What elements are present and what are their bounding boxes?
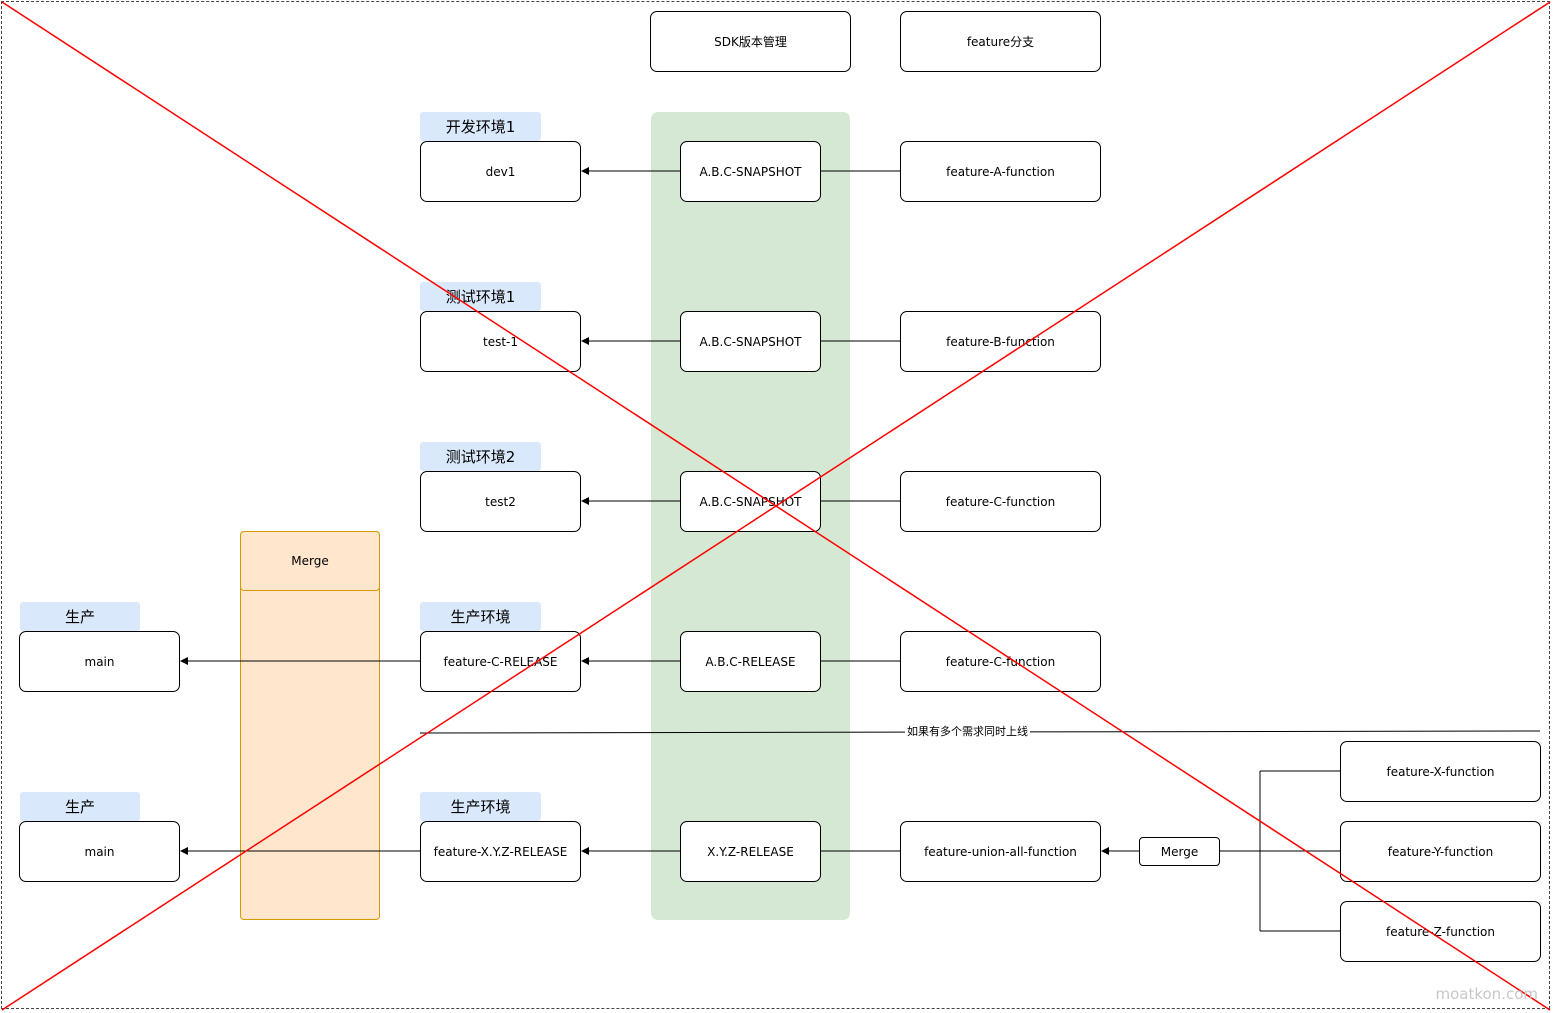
- feature-node-b: feature-B-function: [900, 311, 1101, 372]
- feature-node-union: feature-union-all-function: [900, 821, 1101, 882]
- sdk-node-xyz: X.Y.Z-RELEASE: [680, 821, 821, 882]
- multi-release-note: 如果有多个需求同时上线: [905, 723, 1030, 739]
- merge-lane: [240, 531, 380, 920]
- prod-tag-2: 生产: [20, 792, 140, 821]
- header-sdk: SDK版本管理: [650, 11, 851, 72]
- env-node-test2: test2: [420, 471, 581, 532]
- feature-node-a: feature-A-function: [900, 141, 1101, 202]
- main-node-1: main: [19, 631, 180, 692]
- feature-node-y: feature-Y-function: [1340, 821, 1541, 882]
- env-node-xyz-release: feature-X.Y.Z-RELEASE: [420, 821, 581, 882]
- sdk-node-release: A.B.C-RELEASE: [680, 631, 821, 692]
- env-node-feature-c-release: feature-C-RELEASE: [420, 631, 581, 692]
- feature-node-z: feature-Z-function: [1340, 901, 1541, 962]
- env-tag-prod-2: 生产环境: [420, 792, 541, 821]
- watermark-text: moatkon.com: [1435, 985, 1538, 1003]
- merge-lane-label: Merge: [240, 531, 380, 591]
- prod-tag-1: 生产: [20, 602, 140, 631]
- feature-node-c: feature-C-function: [900, 471, 1101, 532]
- env-tag-prod-1: 生产环境: [420, 602, 541, 631]
- merge-node: Merge: [1139, 837, 1220, 866]
- header-feature: feature分支: [900, 11, 1101, 72]
- sdk-node-3: A.B.C-SNAPSHOT: [680, 471, 821, 532]
- main-node-2: main: [19, 821, 180, 882]
- feature-node-x: feature-X-function: [1340, 741, 1541, 802]
- sdk-node-1: A.B.C-SNAPSHOT: [680, 141, 821, 202]
- env-node-dev1: dev1: [420, 141, 581, 202]
- env-tag-test2: 测试环境2: [420, 442, 541, 471]
- env-tag-dev1: 开发环境1: [420, 112, 541, 141]
- sdk-node-2: A.B.C-SNAPSHOT: [680, 311, 821, 372]
- feature-node-c-release: feature-C-function: [900, 631, 1101, 692]
